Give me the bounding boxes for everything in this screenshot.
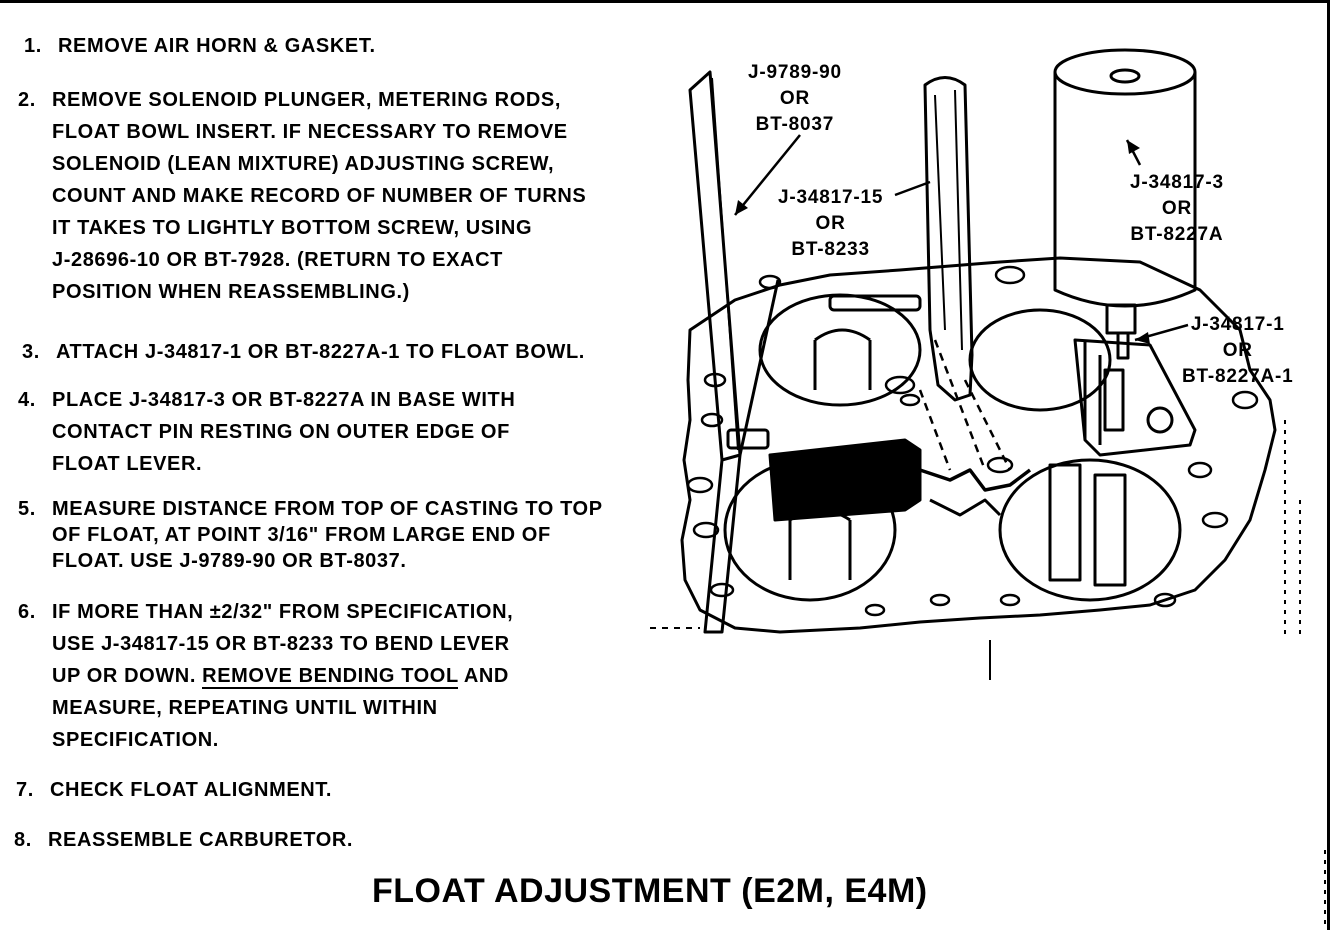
step-text: REASSEMBLE CARBURETOR. xyxy=(48,829,354,851)
step-3: 3. ATTACH J-34817-1 OR BT-8227A-1 TO FLO… xyxy=(22,336,585,368)
step-number: 2. xyxy=(18,89,36,111)
step-8: 8. REASSEMBLE CARBURETOR. xyxy=(14,824,353,856)
bending-tool-label: J-34817-15 OR BT-8233 xyxy=(778,187,884,260)
step-2: 2. REMOVE SOLENOID PLUNGER, METERING ROD… xyxy=(18,84,586,308)
step-number: 6. xyxy=(18,601,36,623)
float-bowl-casting xyxy=(680,256,1277,634)
step-number: 8. xyxy=(14,829,32,851)
float-lever xyxy=(919,468,1032,492)
step-number: 4. xyxy=(18,389,36,411)
venturi-front xyxy=(788,508,852,580)
base-fixture xyxy=(1073,338,1197,457)
page-title: FLOAT ADJUSTMENT (E2M, E4M) xyxy=(372,872,928,910)
step-number: 3. xyxy=(22,341,40,363)
front-bore-right xyxy=(998,458,1182,602)
step-1: 1. REMOVE AIR HORN & GASKET. xyxy=(24,30,376,62)
step-number: 5. xyxy=(18,498,36,520)
float xyxy=(768,438,922,522)
step-text: IF MORE THAN ±2/32" FROM SPECIFICATION, … xyxy=(52,596,513,756)
step-text: CHECK FLOAT ALIGNMENT. xyxy=(50,779,333,801)
underlined-warning: REMOVE BENDING TOOL xyxy=(202,665,459,689)
step-text: ATTACH J-34817-1 OR BT-8227A-1 TO FLOAT … xyxy=(56,341,585,363)
bending-tool xyxy=(923,76,974,402)
cylinder-gauge-label: J-34817-3 OR BT-8227A xyxy=(1130,172,1224,245)
step-4: 4. PLACE J-34817-3 OR BT-8227A IN BASE W… xyxy=(18,384,515,480)
step-text: REMOVE AIR HORN & GASKET. xyxy=(58,35,376,57)
step-6: 6. IF MORE THAN ±2/32" FROM SPECIFICATIO… xyxy=(18,596,513,756)
rear-bore-right xyxy=(968,308,1112,412)
page-frame xyxy=(0,0,1330,930)
step-text-part: AND MEASURE, REPEATING UNTIL WITHIN SPEC… xyxy=(52,665,509,751)
step-text-part: IF MORE THAN ±2/32" FROM SPECIFICATION, … xyxy=(52,601,514,687)
step-5: 5. MEASURE DISTANCE FROM TOP OF CASTING … xyxy=(18,496,603,574)
base-fixture-label: J-34817-1 OR BT-8227A-1 xyxy=(1182,314,1294,387)
step-7: 7. CHECK FLOAT ALIGNMENT. xyxy=(16,774,332,806)
step-text: PLACE J-34817-3 OR BT-8227A IN BASE WITH… xyxy=(52,389,516,475)
cylinder-gauge xyxy=(1053,48,1197,360)
gauge-leader xyxy=(734,134,801,216)
step-number: 1. xyxy=(24,35,42,57)
step-text: MEASURE DISTANCE FROM TOP OF CASTING TO … xyxy=(52,498,603,572)
step-text: REMOVE SOLENOID PLUNGER, METERING RODS, … xyxy=(52,89,587,303)
gauge-tool-label: J-9789-90 OR BT-8037 xyxy=(748,62,842,135)
venturi-rear xyxy=(813,328,872,390)
bender-leader xyxy=(894,180,931,197)
step-number: 7. xyxy=(16,779,34,801)
casting-slot xyxy=(828,294,922,312)
